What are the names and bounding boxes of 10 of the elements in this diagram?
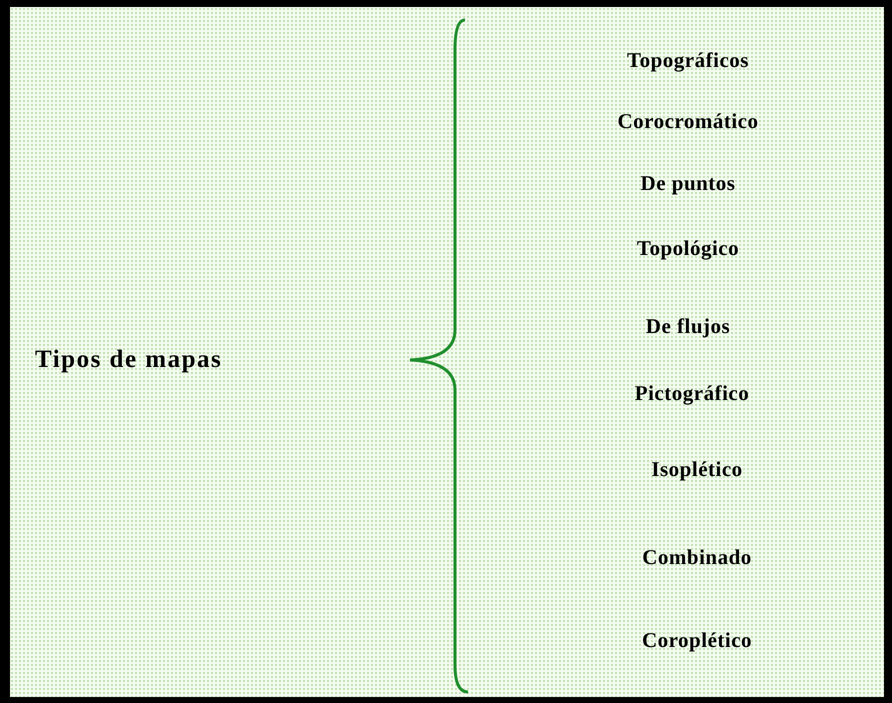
category-label: De flujos (646, 314, 730, 339)
category-label: De puntos (640, 171, 736, 196)
category-label: Isoplético (651, 457, 743, 482)
category-label: Coroplético (642, 628, 752, 653)
category-label: Corocromático (618, 109, 758, 134)
category-label: Pictográfico (634, 381, 750, 406)
category-label: Combinado (642, 545, 752, 570)
topic-label: Tipos de mapas (35, 346, 222, 374)
category-label: Topográficos (627, 48, 749, 73)
category-label: Topológico (636, 236, 740, 261)
